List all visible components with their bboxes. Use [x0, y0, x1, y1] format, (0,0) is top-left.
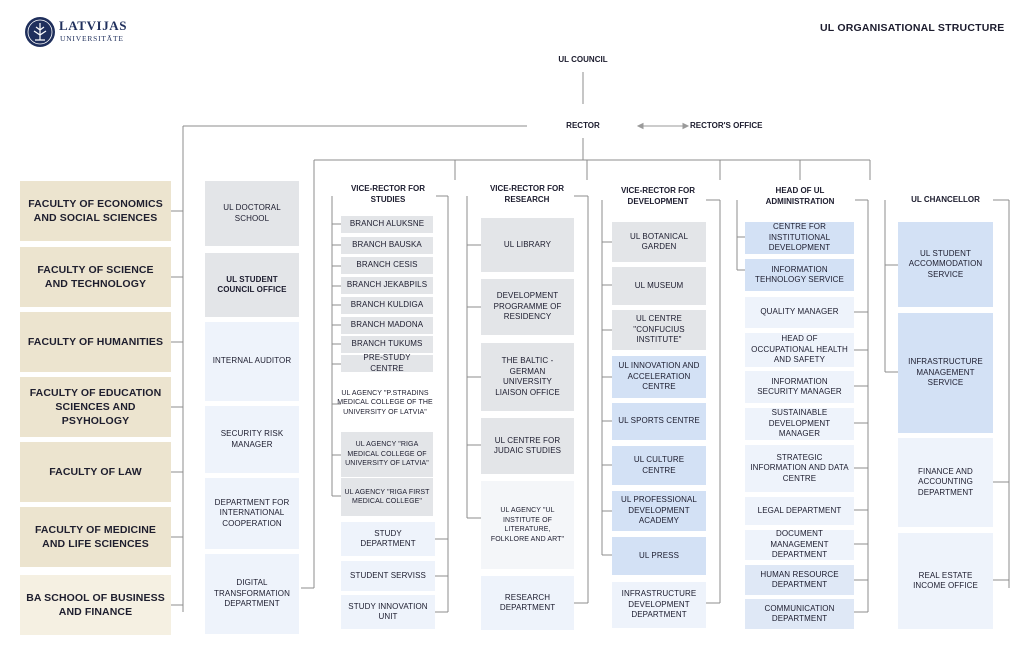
chancellor-item: UL STUDENT ACCOMMODATION SERVICE [898, 222, 993, 307]
studies-item: STUDENT SERVISS [341, 561, 435, 591]
studies-item: BRANCH BAUSKA [341, 237, 433, 254]
research-item: UL CENTRE FOR JUDAIC STUDIES [481, 418, 574, 474]
chancellor-item: REAL ESTATE INCOME OFFICE [898, 533, 993, 629]
rector-unit-box: UL STUDENT COUNCIL OFFICE [205, 253, 299, 317]
studies-item: UL AGENCY "RIGA MEDICAL COLLEGE OF UNIVE… [341, 432, 433, 477]
faculty-box: BA SCHOOL OF BUSINESS AND FINANCE [20, 575, 171, 635]
research-item: THE BALTIC - GERMAN UNIVERSITY LIAISON O… [481, 343, 574, 411]
administration-item: INFORMATION TEHNOLOGY SERVICE [745, 259, 854, 291]
rector-unit-box: INTERNAL AUDITOR [205, 322, 299, 401]
studies-item: BRANCH KULDIGA [341, 297, 433, 314]
development-item: UL CENTRE "CONFUCIUS INSTITUTE" [612, 310, 706, 350]
development-head: VICE-RECTOR FOR DEVELOPMENT [620, 186, 696, 206]
studies-item: UL AGENCY "P.STRADINS MEDICAL COLLEGE OF… [337, 389, 433, 416]
development-item: INFRASTRUCTURE DEVELOPMENT DEPARTMENT [612, 582, 706, 628]
administration-item: INFORMATION SECURITY MANAGER [745, 371, 854, 403]
logo-line1: LATVIJAS [59, 18, 128, 33]
administration-item: CENTRE FOR INSTITUTIONAL DEVELOPMENT [745, 222, 854, 254]
chancellor-item: INFRASTRUCTURE MANAGEMENT SERVICE [898, 313, 993, 433]
university-seal-icon [25, 17, 55, 47]
studies-item: UL AGENCY "RIGA FIRST MEDICAL COLLEGE" [341, 478, 433, 516]
studies-head: VICE-RECTOR FOR STUDIES [350, 184, 426, 204]
faculty-box: FACULTY OF EDUCATION SCIENCES AND PSYHOL… [20, 377, 171, 437]
research-head: VICE-RECTOR FOR RESEARCH [489, 184, 565, 204]
development-item: UL PRESS [612, 537, 706, 575]
research-item: DEVELOPMENT PROGRAMME OF RESIDENCY [481, 279, 574, 335]
rector-unit-box: UL DOCTORAL SCHOOL [205, 181, 299, 246]
studies-item: BRANCH MADONA [341, 317, 433, 334]
faculty-box: FACULTY OF HUMANITIES [20, 312, 171, 372]
university-logo: LATVIJAS UNIVERSITĀTE [24, 16, 128, 48]
logo-line2: UNIVERSITĀTE [60, 34, 124, 43]
studies-item: PRE-STUDY CENTRE [341, 353, 433, 373]
rector-unit-box: DEPARTMENT FOR INTERNATIONAL COOPERATION [205, 478, 299, 549]
faculty-box: FACULTY OF LAW [20, 442, 171, 502]
page-title: UL ORGANISATIONAL STRUCTURE [820, 22, 1005, 34]
development-item: UL BOTANICAL GARDEN [612, 222, 706, 262]
studies-item: STUDY DEPARTMENT [341, 522, 435, 556]
administration-item: HUMAN RESOURCE DEPARTMENT [745, 565, 854, 595]
rector-unit-box: SECURITY RISK MANAGER [205, 406, 299, 473]
administration-item: QUALITY MANAGER [745, 297, 854, 328]
studies-item: BRANCH ALUKSNE [341, 216, 433, 233]
administration-item: STRATEGIC INFORMATION AND DATA CENTRE [745, 445, 854, 492]
chancellor-item: FINANCE AND ACCOUNTING DEPARTMENT [898, 438, 993, 527]
development-item: UL MUSEUM [612, 267, 706, 305]
research-item: RESEARCH DEPARTMENT [481, 576, 574, 630]
rector-unit-box: DIGITAL TRANSFORMATION DEPARTMENT [205, 554, 299, 634]
administration-item: LEGAL DEPARTMENT [745, 497, 854, 525]
administration-head: HEAD OF UL ADMINISTRATION [765, 186, 835, 206]
chancellor-head: UL CHANCELLOR [911, 195, 980, 204]
studies-item: STUDY INNOVATION UNIT [341, 595, 435, 629]
faculty-box: FACULTY OF ECONOMICS AND SOCIAL SCIENCES [20, 181, 171, 241]
faculty-box: FACULTY OF SCIENCE AND TECHNOLOGY [20, 247, 171, 307]
rectors-office-label: RECTOR'S OFFICE [690, 121, 763, 130]
faculty-box: FACULTY OF MEDICINE AND LIFE SCIENCES [20, 507, 171, 567]
studies-item: BRANCH CESIS [341, 257, 433, 274]
research-item: UL AGENCY "UL INSTITUTE OF LITERATURE, F… [481, 481, 574, 569]
studies-item: BRANCH TUKUMS [341, 336, 433, 353]
administration-item: SUSTAINABLE DEVELOPMENT MANAGER [745, 408, 854, 440]
research-item: UL LIBRARY [481, 218, 574, 272]
development-item: UL PROFESSIONAL DEVELOPMENT ACADEMY [612, 491, 706, 531]
administration-item: DOCUMENT MANAGEMENT DEPARTMENT [745, 529, 854, 560]
studies-item: BRANCH JEKABPILS [341, 277, 433, 294]
ul-council-label: UL COUNCIL [558, 55, 608, 64]
development-item: UL INNOVATION AND ACCELERATION CENTRE [612, 356, 706, 398]
development-item: UL SPORTS CENTRE [612, 403, 706, 440]
administration-item: HEAD OF OCCUPATIONAL HEALTH AND SAFETY [745, 333, 854, 367]
development-item: UL CULTURE CENTRE [612, 446, 706, 485]
rector-label: RECTOR [566, 121, 600, 130]
administration-item: COMMUNICATION DEPARTMENT [745, 599, 854, 629]
